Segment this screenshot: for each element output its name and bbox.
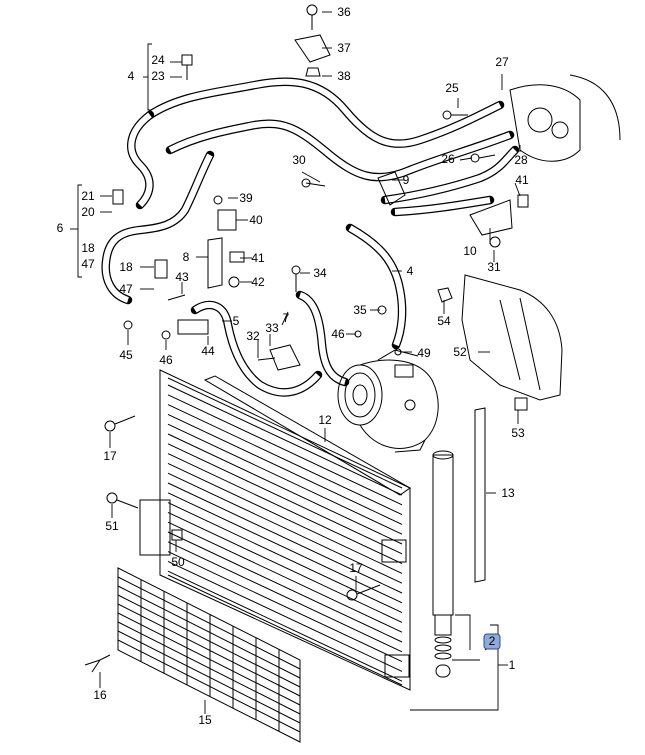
grille-bar [117, 612, 301, 706]
heat-shield [461, 274, 563, 401]
callout-18[interactable]: 18 [119, 260, 133, 274]
condenser-fin [167, 560, 403, 672]
expansion-valve-area [509, 74, 621, 162]
callout-13[interactable]: 13 [501, 486, 515, 500]
fasteners [84, 4, 529, 673]
condenser-fin [167, 541, 403, 653]
callout-46[interactable]: 46 [331, 327, 345, 341]
callout-28[interactable]: 28 [514, 153, 528, 167]
callout-51[interactable]: 51 [105, 519, 119, 533]
callout-12[interactable]: 12 [318, 413, 332, 427]
condenser-fin [167, 521, 403, 633]
callout-2[interactable]: 2 [489, 634, 496, 648]
refrigerant-lines [101, 77, 520, 397]
callout-4[interactable]: 4 [128, 69, 135, 83]
callout-45[interactable]: 45 [119, 348, 133, 362]
condenser-fin [167, 433, 403, 545]
callout-24[interactable]: 24 [151, 53, 165, 67]
callout-31[interactable]: 31 [487, 260, 501, 274]
callout-26[interactable]: 26 [441, 152, 455, 166]
callout-15[interactable]: 15 [198, 713, 212, 727]
condenser-fin [167, 453, 403, 565]
callout-16[interactable]: 16 [93, 688, 107, 702]
condenser-fin [167, 511, 403, 623]
selected-callout-highlight[interactable] [483, 633, 501, 650]
callout-17[interactable]: 17 [349, 561, 363, 575]
callout-47[interactable]: 47 [119, 282, 133, 296]
condenser [139, 369, 411, 691]
callout-1[interactable]: 1 [509, 658, 516, 672]
callout-46[interactable]: 46 [159, 353, 173, 367]
callout-7[interactable]: 7 [283, 311, 290, 325]
grille-bar [117, 639, 301, 733]
condenser-fin [167, 472, 403, 584]
callout-32[interactable]: 32 [246, 329, 260, 343]
condenser-fin [167, 551, 403, 663]
condenser-fin [167, 384, 403, 496]
callout-53[interactable]: 53 [511, 426, 525, 440]
condenser-fin [167, 570, 403, 682]
grille-bar [117, 576, 301, 670]
callout-38[interactable]: 38 [337, 69, 351, 83]
condenser-fin [167, 413, 403, 525]
callout-30[interactable]: 30 [292, 153, 306, 167]
condenser-fin [167, 531, 403, 643]
callout-5[interactable]: 5 [233, 314, 240, 328]
callout-18[interactable]: 18 [81, 241, 95, 255]
callout-54[interactable]: 54 [437, 314, 451, 328]
callout-25[interactable]: 25 [445, 81, 459, 95]
callout-50[interactable]: 50 [171, 555, 185, 569]
callout-39[interactable]: 39 [239, 191, 253, 205]
callout-20[interactable]: 20 [81, 205, 95, 219]
condenser-fin [167, 482, 403, 594]
callout-41[interactable]: 41 [515, 173, 529, 187]
callout-41[interactable]: 41 [251, 251, 265, 265]
condenser-fin [167, 502, 403, 614]
callout-23[interactable]: 23 [151, 69, 165, 83]
condenser-fin [167, 492, 403, 604]
receiver-drier [432, 450, 454, 678]
foam-strip [474, 407, 486, 583]
grille-bar [117, 585, 301, 679]
compressor [337, 349, 439, 453]
callout-27[interactable]: 27 [495, 55, 509, 69]
callout-49[interactable]: 49 [417, 346, 431, 360]
callout-43[interactable]: 43 [175, 270, 189, 284]
grille [117, 567, 301, 743]
callout-33[interactable]: 33 [265, 321, 279, 335]
callout-34[interactable]: 34 [313, 266, 327, 280]
callout-35[interactable]: 35 [353, 303, 367, 317]
callout-36[interactable]: 36 [337, 5, 351, 19]
callout-21[interactable]: 21 [81, 189, 95, 203]
callout-37[interactable]: 37 [337, 41, 351, 55]
callout-40[interactable]: 40 [249, 213, 263, 227]
callout-8[interactable]: 8 [183, 250, 190, 264]
condenser-fin [167, 462, 403, 574]
callout-4[interactable]: 4 [407, 264, 414, 278]
leader-lines [70, 11, 521, 714]
condenser-fin [167, 394, 403, 506]
callout-17[interactable]: 17 [103, 449, 117, 463]
condenser-fin [167, 404, 403, 516]
callout-9[interactable]: 9 [403, 173, 410, 187]
grille-bar [117, 594, 301, 688]
grille-bar [117, 630, 301, 724]
grille-bar [117, 621, 301, 715]
condenser-fin [167, 443, 403, 555]
callout-47[interactable]: 47 [81, 257, 95, 271]
callout-44[interactable]: 44 [201, 344, 215, 358]
callout-6[interactable]: 6 [57, 221, 64, 235]
grille-bar [117, 603, 301, 697]
condenser-fin [167, 423, 403, 535]
callout-10[interactable]: 10 [463, 244, 477, 258]
callout-42[interactable]: 42 [251, 275, 265, 289]
callout-52[interactable]: 52 [453, 345, 467, 359]
